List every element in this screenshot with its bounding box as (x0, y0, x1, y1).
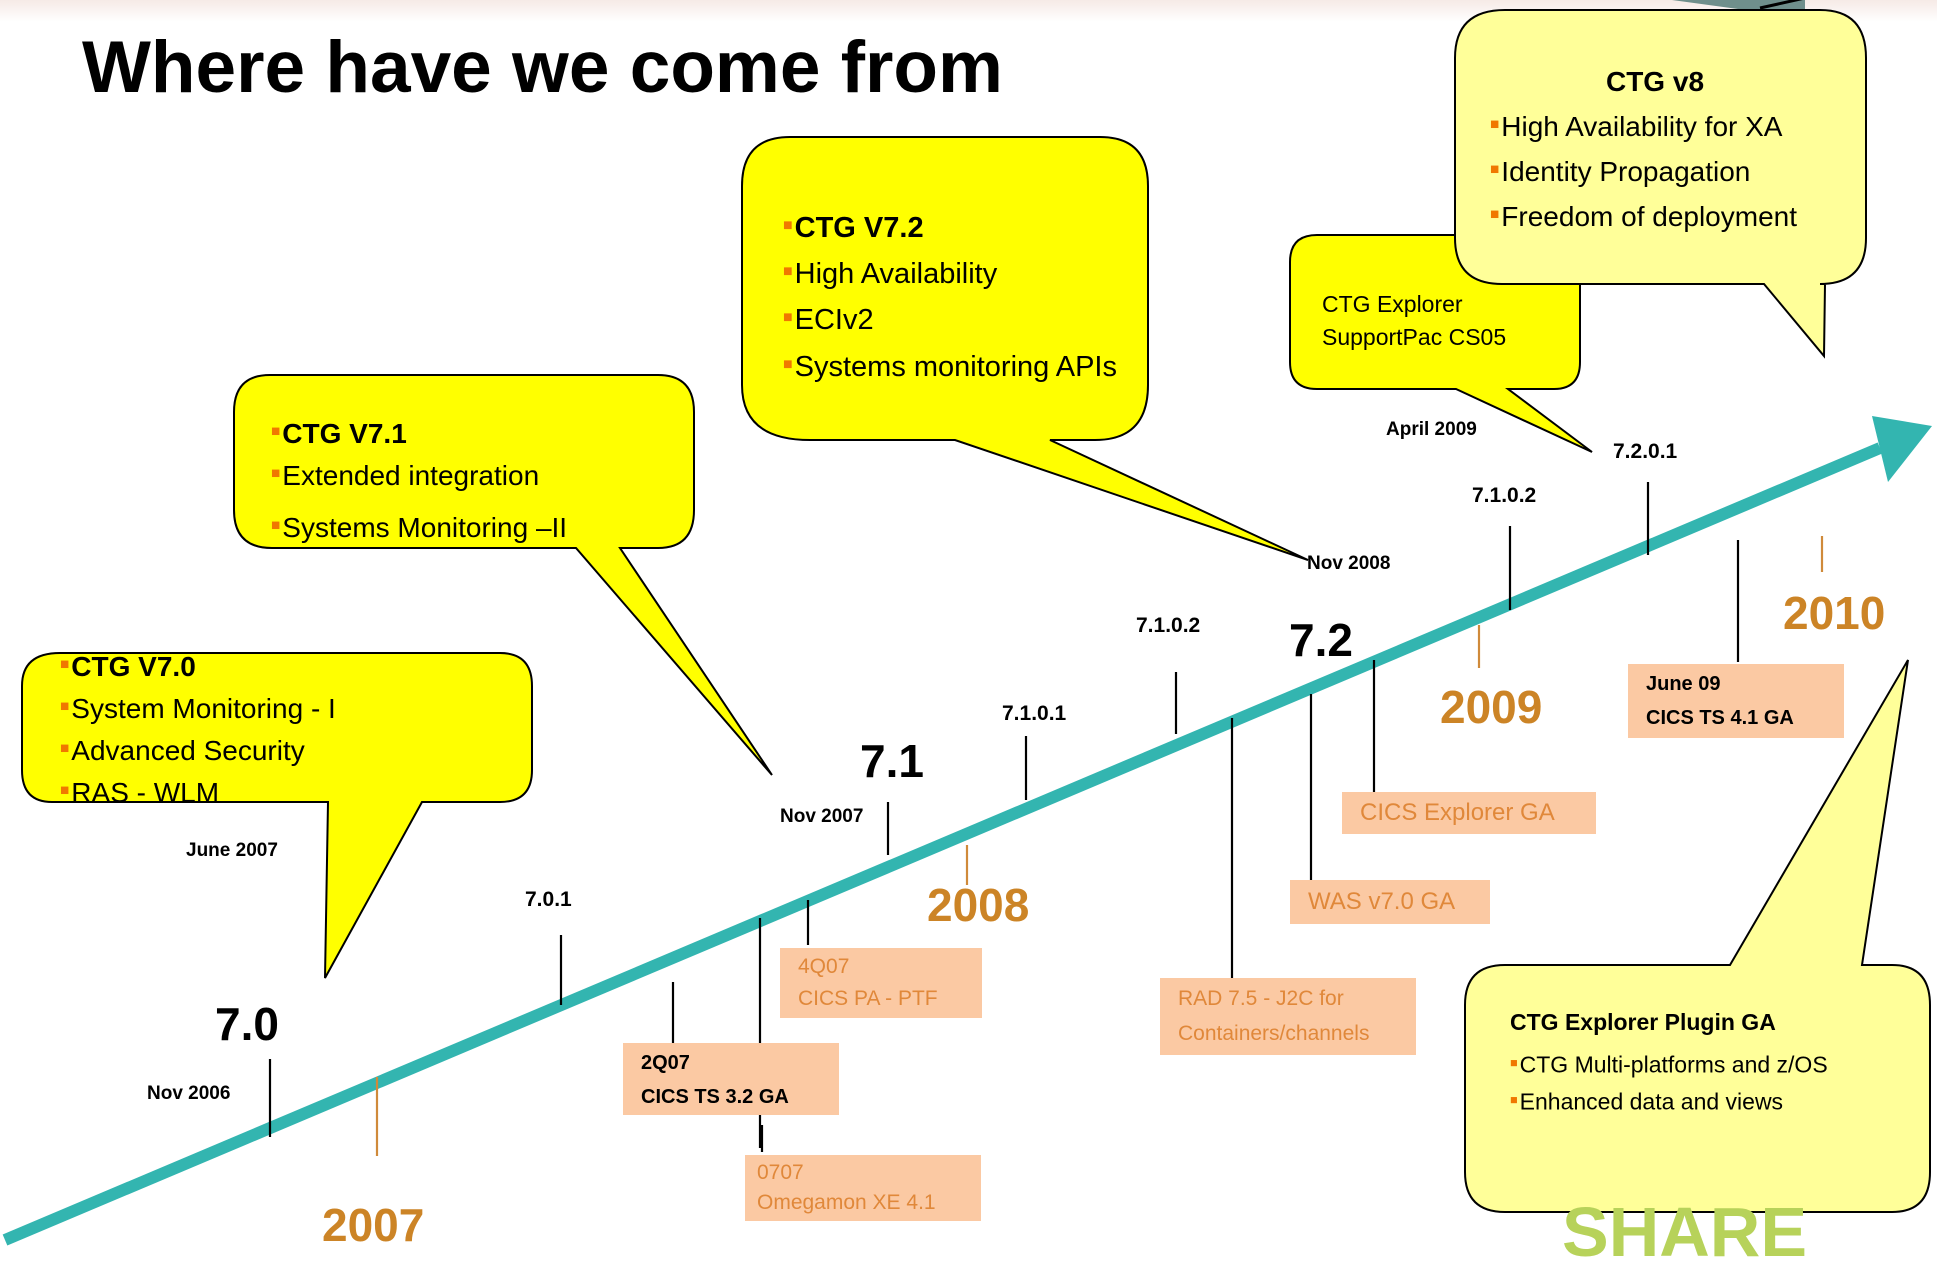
bullet-icon: ■ (1490, 116, 1500, 133)
bullet-icon: ■ (1510, 1056, 1518, 1070)
bullet-icon: ■ (271, 516, 281, 534)
callout-v8-shape (1454, 9, 1867, 359)
callout-v71-shape (233, 374, 773, 776)
year-2010: 2010 (1783, 587, 1886, 639)
callout-item: Systems monitoring APIs (794, 350, 1117, 383)
version-7-2: 7.2 (1289, 614, 1353, 666)
bullet-icon: ■ (783, 355, 793, 373)
box-line: June 09 (1646, 673, 1721, 695)
box-line: CICS TS 3.2 GA (641, 1086, 789, 1108)
callout-item: High Availability (794, 258, 998, 291)
date-nov-2007: Nov 2007 (780, 806, 864, 827)
callout-v70-shape (21, 652, 533, 979)
event-box-rad: RAD 7.5 - J2C for Containers/channels (1160, 978, 1416, 1055)
date-nov-2006: Nov 2006 (147, 1083, 231, 1104)
box-line: WAS v7.0 GA (1308, 888, 1456, 915)
event-box-was: WAS v7.0 GA (1290, 880, 1490, 924)
version-7-0: 7.0 (215, 998, 279, 1050)
callout-head: CTG v8 (1605, 66, 1705, 97)
box-line: 0707 (757, 1161, 804, 1184)
callout-item: System Monitoring - I (71, 692, 336, 724)
date-april-2009: April 2009 (1386, 419, 1477, 440)
bullet-icon: ■ (60, 656, 70, 673)
callout-item: ECIv2 (794, 304, 874, 337)
bullet-icon: ■ (1510, 1092, 1518, 1107)
bullet-icon: ■ (271, 464, 281, 482)
event-box-omegamon: 0707 Omegamon XE 4.1 (745, 1155, 981, 1221)
callout-ctg-v8: CTG v8 ■High Availability for XA ■Identi… (1490, 60, 1820, 238)
bullet-icon: ■ (271, 423, 281, 440)
callout-item: RAS - WLM (71, 776, 220, 808)
corner-graphic-line (1759, 0, 1803, 10)
version-7-1-0-1: 7.1.0.1 (1002, 702, 1067, 725)
bullet-icon: ■ (1490, 160, 1500, 178)
bullet-icon: ■ (60, 781, 70, 799)
callout-item: Identity Propagation (1501, 155, 1751, 187)
event-box-cics-explorer: CICS Explorer GA (1342, 792, 1596, 834)
date-june-2007: June 2007 (186, 840, 278, 861)
event-box-2q07: 2Q07 CICS TS 3.2 GA (623, 1043, 839, 1115)
callout-ctg-v72: ■CTG V7.2 ■High Availability ■ECIv2 ■Sys… (783, 204, 1117, 389)
callout-ctg-explorer: CTG Explorer SupportPac CS05 (1322, 288, 1506, 354)
box-line: CICS TS 4.1 GA (1646, 707, 1794, 729)
share-logo: SHARE (1562, 1193, 1808, 1271)
callout-head: CTG V7.1 (282, 417, 407, 449)
page-title: Where have we come from (82, 27, 1003, 108)
event-box-june09: June 09 CICS TS 4.1 GA (1628, 664, 1844, 738)
timeline-arrow-line (2, 442, 1883, 1246)
callout-line: CTG Explorer (1322, 291, 1463, 317)
year-2009: 2009 (1440, 681, 1543, 733)
box-line: RAD 7.5 - J2C for (1178, 987, 1344, 1010)
box-line: CICS Explorer GA (1360, 799, 1555, 826)
box-line: 4Q07 (798, 955, 850, 978)
version-7-1-0-2-b: 7.1.0.2 (1472, 484, 1537, 507)
year-2007: 2007 (322, 1199, 425, 1251)
callout-head: CTG Explorer Plugin GA (1510, 1009, 1776, 1035)
box-line: CICS PA - PTF (798, 987, 938, 1010)
callout-plugin-shape (1464, 659, 1931, 1213)
callout-item: CTG Multi-platforms and z/OS (1519, 1051, 1828, 1078)
year-2008: 2008 (927, 879, 1030, 931)
callout-head: CTG V7.0 (71, 650, 196, 682)
bullet-icon: ■ (783, 217, 793, 234)
version-7-0-1: 7.0.1 (525, 888, 572, 911)
callout-ctg-v71: ■CTG V7.1 ■Extended integration ■Systems… (271, 412, 567, 548)
bullet-icon: ■ (60, 697, 70, 715)
box-line: Containers/channels (1178, 1022, 1370, 1045)
year-ticks (375, 536, 1824, 1156)
bullet-icon: ■ (60, 739, 70, 757)
callout-item: Freedom of deployment (1501, 200, 1798, 232)
callout-item: Enhanced data and views (1519, 1088, 1784, 1115)
bullet-icon: ■ (1490, 205, 1500, 223)
date-nov-2008: Nov 2008 (1307, 553, 1391, 574)
callout-item: Advanced Security (71, 734, 305, 766)
box-line: Omegamon XE 4.1 (757, 1191, 936, 1214)
version-7-2-0-1: 7.2.0.1 (1613, 440, 1678, 463)
callout-head: CTG V7.2 (794, 212, 924, 245)
callout-item: Systems Monitoring –II (282, 511, 568, 543)
callout-item: Extended integration (282, 459, 540, 491)
event-box-4q07: 4Q07 CICS PA - PTF (780, 948, 982, 1018)
header-band (0, 0, 1937, 22)
timeline-arrow-head (1872, 416, 1932, 482)
bullet-icon: ■ (783, 263, 793, 281)
callout-line: SupportPac CS05 (1322, 324, 1507, 350)
version-7-1: 7.1 (860, 735, 924, 787)
bullet-icon: ■ (783, 309, 793, 327)
callout-ctg-v70: ■CTG V7.0 ■System Monitoring - I ■Advanc… (60, 645, 336, 813)
box-line: 2Q07 (641, 1052, 690, 1074)
callout-plugin: CTG Explorer Plugin GA ■CTG Multi-platfo… (1510, 1005, 1828, 1119)
callout-v72-shape (741, 136, 1309, 561)
callout-item: High Availability for XA (1501, 110, 1783, 142)
version-7-1-0-2-a: 7.1.0.2 (1136, 614, 1201, 637)
